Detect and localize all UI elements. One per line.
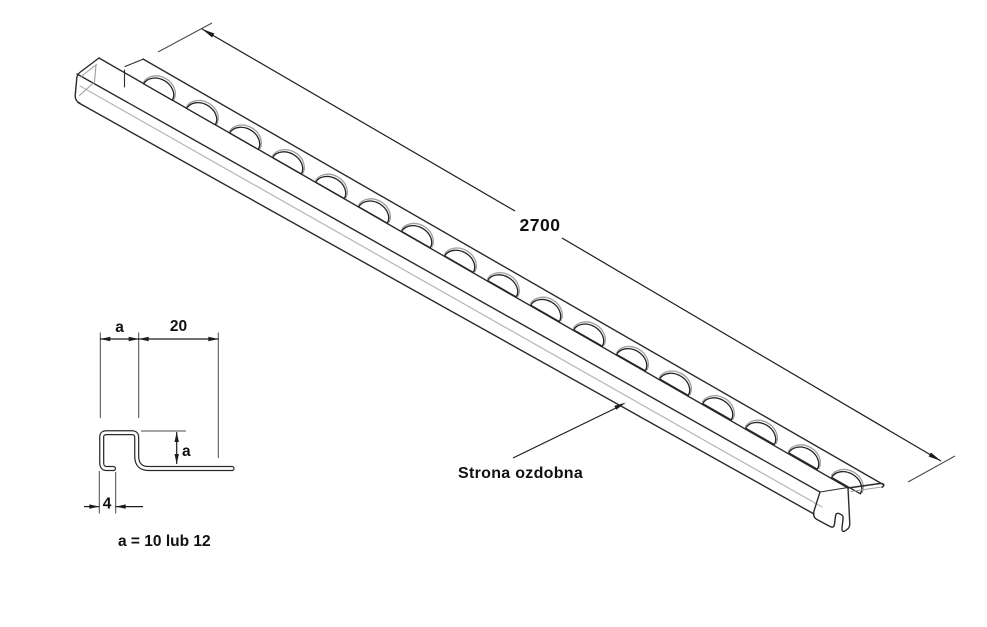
section-profile-core [100,431,234,470]
perforation-hole [142,75,176,102]
hole-edge-arc [314,175,347,200]
left-cap-inner-edges [78,63,98,97]
hole-thickness-arc [529,296,563,322]
hole-edge-arc [529,298,562,323]
hole-edge-arc [658,372,691,397]
isometric-view [74,57,885,533]
section-profile-outline [99,430,235,472]
hole-thickness-arc [486,271,520,297]
hole-edge-arc [400,225,433,249]
dimension-4: 4 [84,471,143,514]
flange-right-end-thickness [850,486,883,493]
flange-right-end-edge [847,482,885,489]
box-bottom-edge [77,101,815,515]
hole-thickness-arc [572,321,606,347]
hole-edge-arc [185,102,218,126]
hole-thickness-arc [658,370,692,396]
perforation-hole [830,468,864,495]
hole-edge-arc [271,151,304,175]
bend-highlight-line [79,85,823,508]
leader-decorative-side: Strona ozdobna [458,402,626,482]
hole-thickness-arc [443,247,477,273]
hole-thickness-arc [185,99,219,125]
hole-edge-arc [615,348,648,372]
dimension-arrow-left [202,29,215,38]
hole-edge-arc [228,126,261,151]
perforation-hole [572,321,606,348]
leader-line [512,406,618,459]
dimension-line-seg1 [201,28,516,212]
dim-a-vertical-label: a [182,443,191,460]
hole-edge-arc [830,471,863,495]
arrow-20-right [208,336,219,342]
dimension-a-vertical: a [141,430,191,464]
perforation-hole [787,444,821,471]
perforation-holes [142,75,864,495]
hole-thickness-arc [830,468,864,494]
box-front-top-edge [76,73,821,493]
arrow-a-right [128,336,139,342]
cross-section-view: a 20 a 4 a = 10 lub 12 [84,318,235,550]
dim-4-label: 4 [103,496,112,513]
hole-edge-arc [744,421,777,446]
perforation-hole [744,419,778,446]
perforation-hole [701,394,735,421]
dimension-a-top: a 20 [99,318,219,458]
arrow-up [174,432,179,442]
hole-thickness-arc [400,222,434,248]
hole-thickness-arc [701,394,735,420]
section-note: a = 10 lub 12 [118,533,211,550]
perforation-hole [486,271,520,298]
extension-line-right [907,455,956,483]
arrow-inward-left [115,504,126,509]
perforation-hole [443,247,477,274]
hole-edge-arc [787,446,820,471]
hole-edge-arc [572,323,605,348]
flange-left-end-edge [124,58,144,68]
arrow-inward-right [89,504,100,509]
hole-edge-arc [357,200,390,225]
left-end-cap [74,57,144,104]
hole-thickness-arc [615,345,649,371]
right-end-cap [812,482,885,533]
hole-thickness-arc [314,173,348,199]
hole-thickness-arc [142,75,176,101]
hole-edge-arc [443,249,476,274]
perforation-hole [357,198,391,225]
right-cap-outline [812,487,851,533]
perforation-hole [658,370,692,397]
flange-outer-edge [142,58,885,486]
dim-a-top-label: a [115,319,124,336]
perforation-hole [615,345,649,372]
right-cap-top-edge [819,486,849,493]
dimension-arrow-right [928,452,941,461]
perforation-hole [185,99,219,126]
hole-thickness-arc [744,419,778,445]
hole-edge-arc [486,274,519,298]
arrow-down [174,454,179,464]
hole-thickness-arc [357,198,391,224]
hole-thickness-arc [228,124,262,150]
perforation-hole [314,173,348,200]
arrow-20-left [138,336,149,342]
dim-20-label: 20 [170,318,187,335]
dimension-2700: 2700 [157,22,956,483]
perforation-hole [400,222,434,249]
perforation-hole [529,296,563,323]
decorative-side-label: Strona ozdobna [458,465,583,482]
perforation-hole [271,148,305,175]
length-dimension-label: 2700 [520,215,561,235]
extension-line-left [157,22,213,53]
hole-thickness-arc [271,148,305,174]
leader-arrow [614,402,626,410]
dimension-line-seg2 [561,237,942,462]
arrow-a-left [100,336,111,342]
perforation-hole [228,124,262,151]
hole-edge-arc [701,397,734,421]
hole-thickness-arc [787,444,821,470]
hole-edge-arc [142,77,175,102]
